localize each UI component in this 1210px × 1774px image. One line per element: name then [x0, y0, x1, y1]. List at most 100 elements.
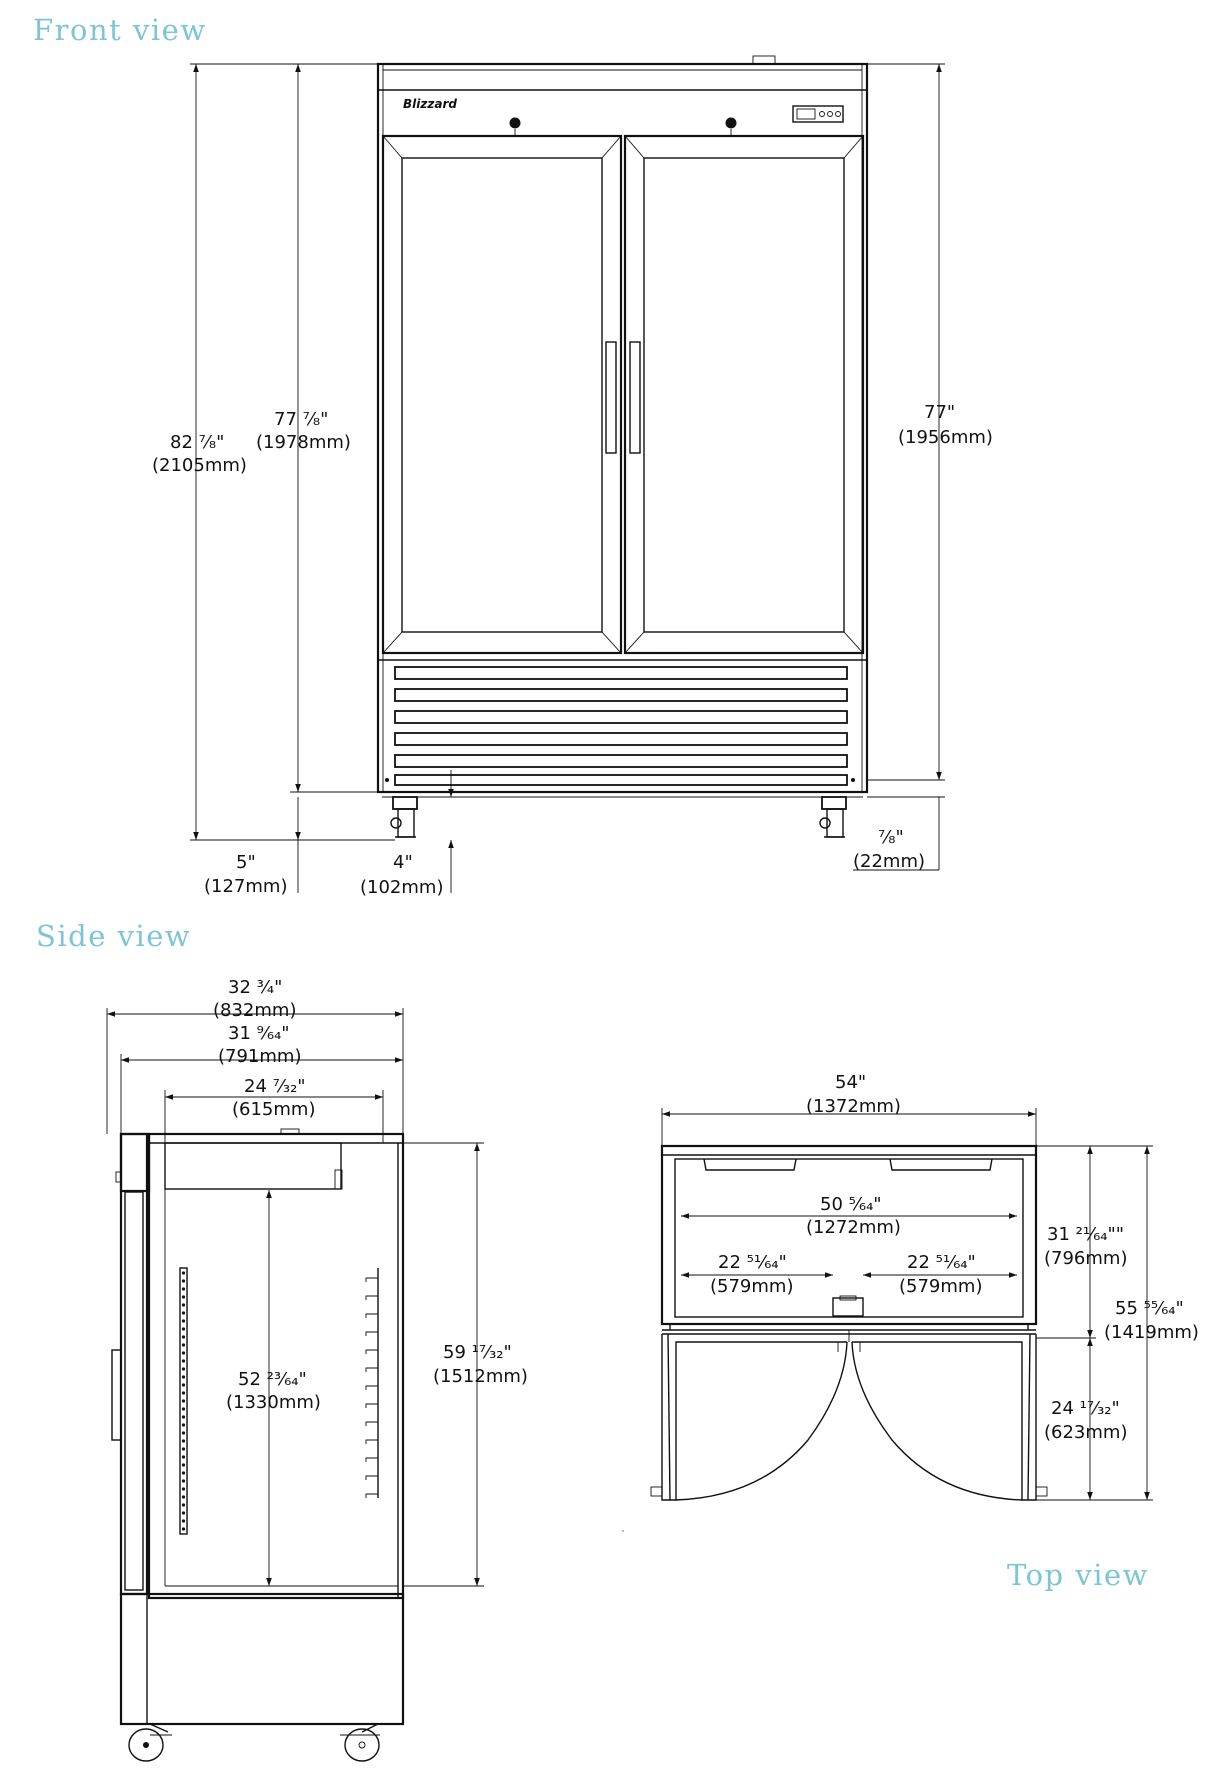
perforation-hole [181, 1455, 186, 1459]
dim-door-swing-in: 24 ¹⁷⁄₃₂" [1051, 1398, 1120, 1419]
top-view-drawing [622, 1144, 1048, 1532]
dim-caster-height-in: 5" [236, 852, 256, 873]
front-door-left [381, 134, 623, 655]
perforation-hole [181, 1367, 186, 1371]
front-view-drawing: Blizzard [376, 55, 869, 838]
shelf-standard-holes [181, 1271, 186, 1531]
shelf-clip [365, 1313, 378, 1318]
perforation-hole [181, 1375, 186, 1379]
side-caster-right [340, 1723, 380, 1762]
perforation-hole [181, 1463, 186, 1467]
dim-ground-clear-mm: (22mm) [853, 851, 925, 872]
perforation-hole [181, 1359, 186, 1363]
perforation-hole [181, 1487, 186, 1491]
shelf-clip [365, 1421, 378, 1426]
side-dim-labels: 32 ³⁄₄" (832mm) 31 ⁹⁄₆₄" (791mm) 24 ⁷⁄₃₂… [213, 977, 528, 1413]
perforation-hole [181, 1407, 186, 1411]
shelf-clip [365, 1493, 378, 1498]
top-dim-labels: 54" (1372mm) 50 ⁵⁄₆₄" (1272mm) 22 ⁵¹⁄₆₄"… [710, 1072, 1199, 1443]
front-dimensions [190, 63, 945, 893]
brand-logo: Blizzard [403, 97, 457, 111]
dim-depth-body-in: 31 ⁹⁄₆₄" [228, 1023, 290, 1044]
perforation-hole [181, 1327, 186, 1331]
shelf-clip [365, 1349, 378, 1354]
side-caster-left [128, 1723, 172, 1762]
dim-half-right-in: 22 ⁵¹⁄₆₄" [907, 1252, 976, 1273]
top-dimensions [661, 1108, 1153, 1501]
top-view-title: Top view [1007, 1558, 1149, 1592]
shelf-clip [365, 1277, 378, 1282]
shelf-clips [365, 1277, 378, 1498]
perforation-hole [181, 1447, 186, 1451]
shelf-clip [365, 1475, 378, 1480]
perforation-hole [181, 1311, 186, 1315]
side-dimensions [106, 1008, 484, 1587]
dim-depth-interior-mm: (615mm) [232, 1099, 315, 1120]
dim-door-height-in: 59 ¹⁷⁄₃₂" [443, 1342, 512, 1363]
dim-caster-height-mm: (127mm) [204, 876, 287, 897]
dim-overall-height-in: 82 ⁷⁄₈" [170, 432, 224, 453]
dim-caster-offset-in: 4" [393, 852, 413, 873]
dim-caster-offset-mm: (102mm) [360, 877, 443, 898]
perforation-hole [181, 1391, 186, 1395]
perforation-hole [181, 1479, 186, 1483]
front-door-right [623, 134, 865, 655]
perforation-hole [181, 1287, 186, 1291]
perforation-hole [181, 1415, 186, 1419]
perforation-hole [181, 1303, 186, 1307]
shelf-clip [365, 1439, 378, 1444]
perforation-hole [181, 1511, 186, 1515]
shelf-clip [365, 1403, 378, 1408]
perforation-hole [181, 1495, 186, 1499]
perforation-hole [181, 1271, 186, 1275]
dim-half-left-mm: (579mm) [710, 1276, 793, 1297]
front-caster-left [390, 796, 418, 838]
side-view-drawing [111, 1128, 405, 1762]
perforation-hole [181, 1319, 186, 1323]
front-caster-right [819, 796, 847, 838]
light-left [509, 117, 521, 129]
front-grill [378, 659, 867, 798]
shelf-standard [179, 1267, 188, 1535]
dim-body-height-mm: (1956mm) [898, 427, 993, 448]
top-door-right [851, 1333, 1048, 1501]
perforation-hole [181, 1503, 186, 1507]
perforation-hole [181, 1343, 186, 1347]
dim-cabinet-height-in: 77 ⁷⁄₈" [274, 409, 328, 430]
top-door-left [650, 1333, 848, 1501]
shelf-clip [365, 1295, 378, 1300]
control-panel [792, 105, 844, 123]
dim-interior-height-in: 52 ²³⁄₆₄" [238, 1369, 307, 1390]
front-dim-labels: 82 ⁷⁄₈" (2105mm) 77 ⁷⁄₈" (1978mm) 77" (1… [152, 402, 993, 898]
perforation-hole [181, 1335, 186, 1339]
perforation-hole [181, 1431, 186, 1435]
dim-door-height-mm: (1512mm) [433, 1366, 528, 1387]
dim-depth-overall-mm: (832mm) [213, 1000, 296, 1021]
perforation-hole [181, 1279, 186, 1283]
perforation-hole [181, 1471, 186, 1475]
side-view-title: Side view [36, 919, 191, 953]
front-view-title: Front view [33, 13, 207, 47]
shelf-clip [365, 1331, 378, 1336]
perforation-hole [181, 1423, 186, 1427]
dim-depth-interior-in: 24 ⁷⁄₃₂" [244, 1076, 306, 1097]
shelf-clip [365, 1385, 378, 1390]
dim-cabinet-height-mm: (1978mm) [256, 432, 351, 453]
dim-interior-width-mm: (1272mm) [806, 1217, 901, 1238]
shelf-clip [365, 1457, 378, 1462]
dim-total-depth-mm: (1419mm) [1104, 1322, 1199, 1343]
dim-body-height-in: 77" [924, 402, 955, 423]
shelf-clip [365, 1367, 378, 1372]
dim-width-mm: (1372mm) [806, 1096, 901, 1117]
perforation-hole [181, 1295, 186, 1299]
perforation-hole [181, 1519, 186, 1523]
perforation-hole [181, 1399, 186, 1403]
light-right [725, 117, 737, 129]
dim-overall-height-mm: (2105mm) [152, 455, 247, 476]
dim-door-swing-mm: (623mm) [1044, 1422, 1127, 1443]
dim-body-depth-mm: (796mm) [1044, 1248, 1127, 1269]
perforation-hole [181, 1383, 186, 1387]
dim-body-depth-in: 31 ²¹⁄₆₄"" [1047, 1224, 1124, 1245]
dim-interior-width-in: 50 ⁵⁄₆₄" [820, 1194, 882, 1215]
